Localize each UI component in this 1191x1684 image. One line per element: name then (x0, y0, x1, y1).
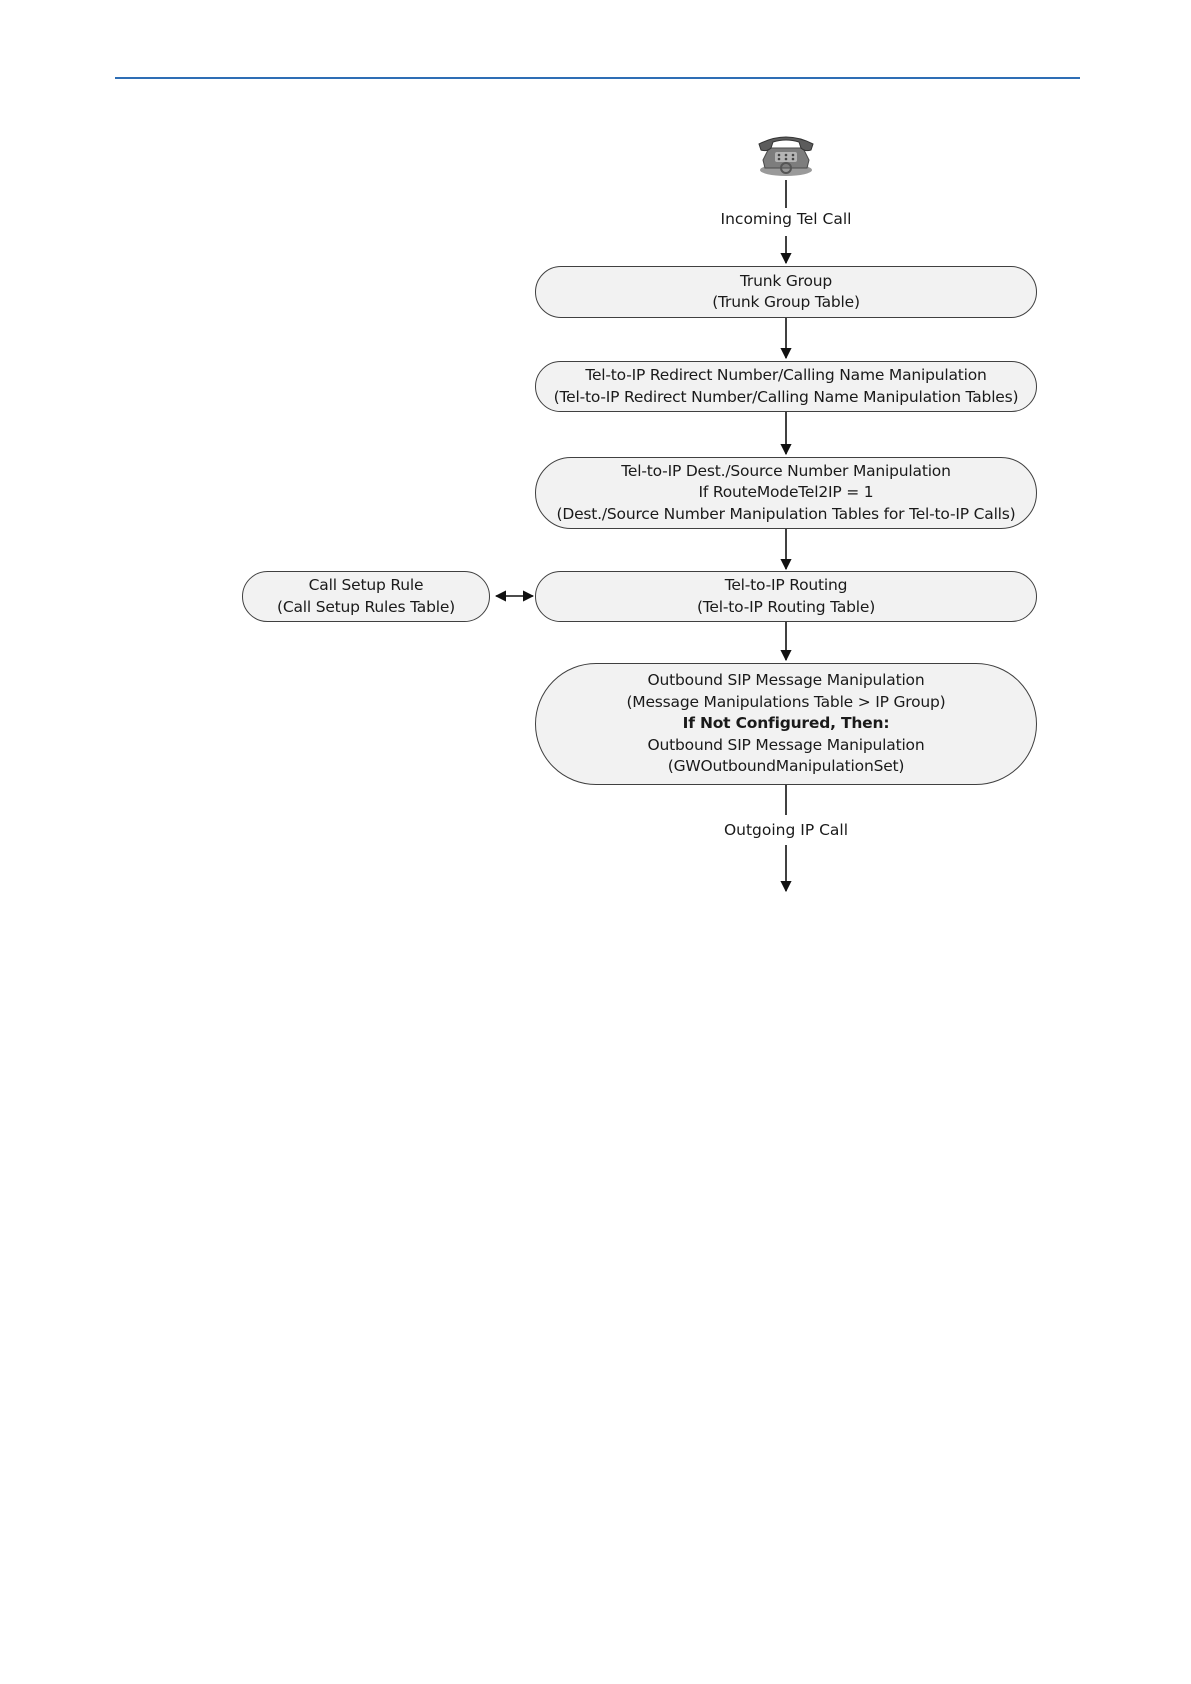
outgoing-ip-call-label: Outgoing IP Call (721, 821, 851, 839)
outbound-sip-fallback-subtitle: (GWOutboundManipulationSet) (667, 757, 905, 776)
trunk-group-node: Trunk Group (Trunk Group Table) (535, 266, 1037, 318)
routing-title: Tel-to-IP Routing (724, 576, 848, 594)
header-rule (115, 77, 1080, 79)
trunk-group-title: Trunk Group (739, 271, 833, 290)
call-setup-rule-subtitle: (Call Setup Rules Table) (276, 597, 456, 616)
dest-source-manipulation-subtitle: (Dest./Source Number Manipulation Tables… (556, 504, 1016, 523)
call-setup-rule-node: Call Setup Rule (Call Setup Rules Table) (242, 571, 490, 622)
routing-node: Tel-to-IP Routing (Tel-to-IP Routing Tab… (535, 571, 1037, 622)
routing-subtitle: (Tel-to-IP Routing Table) (696, 597, 876, 616)
redirect-manipulation-subtitle: (Tel-to-IP Redirect Number/Calling Name … (553, 387, 1019, 406)
redirect-manipulation-node: Tel-to-IP Redirect Number/Calling Name M… (535, 361, 1037, 412)
incoming-tel-call-label: Incoming Tel Call (718, 210, 854, 228)
outbound-sip-title: Outbound SIP Message Manipulation (647, 671, 925, 690)
dest-source-manipulation-title: Tel-to-IP Dest./Source Number Manipulati… (621, 461, 951, 480)
outbound-sip-subtitle: (Message Manipulations Table > IP Group) (626, 692, 946, 711)
redirect-manipulation-title: Tel-to-IP Redirect Number/Calling Name M… (585, 366, 987, 384)
outbound-sip-fallback-condition: If Not Configured, Then: (682, 714, 890, 733)
call-setup-rule-title: Call Setup Rule (308, 576, 424, 594)
trunk-group-subtitle: (Trunk Group Table) (712, 293, 860, 311)
outbound-sip-manipulation-node: Outbound SIP Message Manipulation (Messa… (535, 663, 1037, 785)
telephone-icon (758, 136, 814, 176)
dest-source-manipulation-node: Tel-to-IP Dest./Source Number Manipulati… (535, 457, 1037, 529)
outbound-sip-fallback-title: Outbound SIP Message Manipulation (647, 735, 925, 754)
dest-source-manipulation-condition: If RouteModeTel2IP = 1 (698, 483, 874, 502)
